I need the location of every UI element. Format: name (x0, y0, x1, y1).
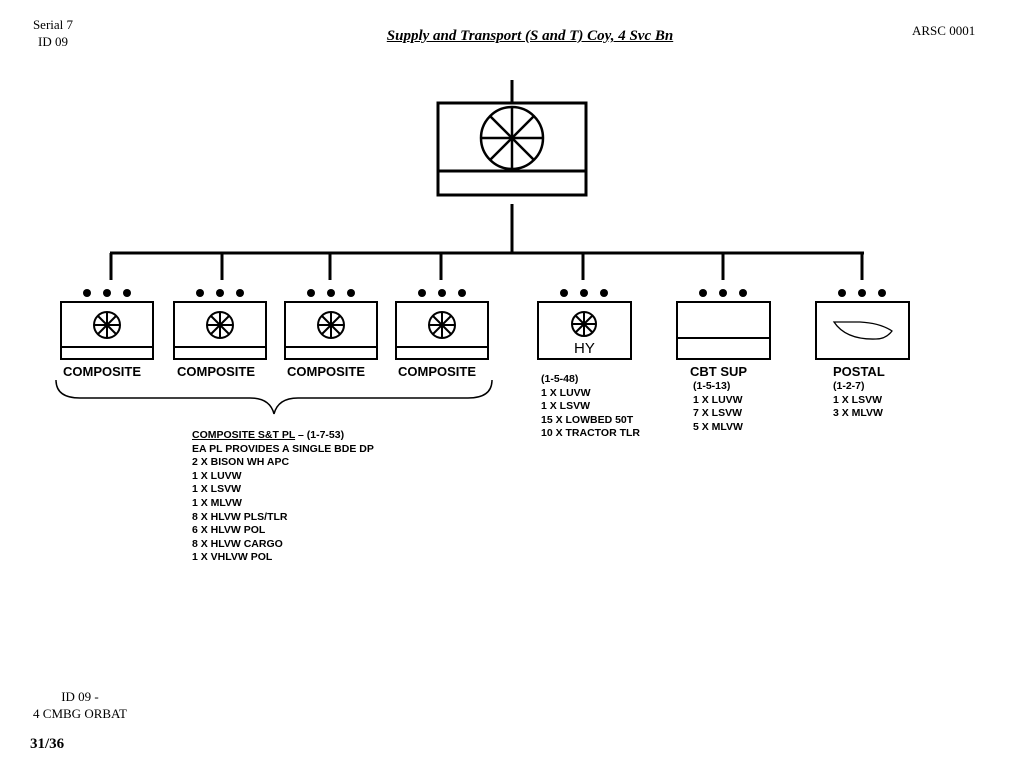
hy-details: (1-5-48) 1 X LUVW 1 X LSVW 15 X LOWBED 5… (541, 373, 640, 441)
unit-label-hy: HY (574, 340, 595, 357)
composite-details-heading: COMPOSITE S&T PL (192, 429, 296, 441)
composite-details-line: 8 X HLVW CARGO (192, 537, 283, 550)
unit-label-composite-4: COMPOSITE (398, 364, 477, 379)
unit-drop-lines (109, 253, 864, 280)
platoon-echelon-icon (307, 289, 355, 297)
supply-wheel-icon (206, 311, 234, 339)
composite-details-line: 2 X BISON WH APC (192, 456, 290, 469)
composite-details-line: 1 X MLVW (192, 496, 242, 509)
page-number: 31/36 (30, 736, 65, 752)
composite-details-line: 8 X HLVW PLS/TLR (192, 510, 288, 523)
platoon-echelon-icon (196, 289, 244, 297)
serial-block: Serial 7 ID 09 (30, 16, 76, 50)
hq-unit-box (436, 101, 588, 197)
platoon-echelon-icon (83, 289, 131, 297)
unit-composite-2 (173, 289, 267, 360)
unit-label-postal: POSTAL (833, 364, 885, 379)
composite-details-line: EA PL PROVIDES A SINGLE BDE DP (192, 442, 374, 455)
footer-reference: ID 09 - 4 CMBG ORBAT (0, 688, 160, 722)
platoon-echelon-icon (418, 289, 466, 297)
composite-group-brace (55, 379, 493, 415)
hy-details-line: 1 X LUVW (541, 386, 591, 399)
composite-details-line: 1 X LSVW (192, 483, 242, 496)
platoon-echelon-icon (699, 289, 747, 297)
cbt-sup-details: (1-5-13) 1 X LUVW 7 X LSVW 5 X MLVW (693, 380, 743, 434)
footer-ref-line: 4 CMBG ORBAT (33, 706, 127, 721)
hy-details-line: 10 X TRACTOR TLR (541, 427, 640, 440)
composite-details: COMPOSITE S&T PL – (1-7-53) EA PL PROVID… (192, 429, 374, 565)
unit-postal (815, 289, 910, 360)
postal-horn-icon (832, 321, 893, 340)
composite-details-line: 6 X HLVW POL (192, 524, 266, 537)
page-title: Supply and Transport (S and T) Coy, 4 Sv… (386, 28, 674, 44)
postal-details-line: (1-2-7) (833, 380, 865, 392)
postal-details: (1-2-7) 1 X LSVW 3 X MLVW (833, 380, 883, 421)
postal-details-line: 3 X MLVW (833, 407, 883, 420)
composite-details-strength: – (1-7-53) (295, 429, 345, 441)
unit-label-composite-3: COMPOSITE (287, 364, 366, 379)
cbt-sup-details-line: 1 X LUVW (693, 393, 743, 406)
supply-wheel-icon (571, 311, 597, 337)
platoon-echelon-icon (560, 289, 608, 297)
composite-details-heading-line: COMPOSITE S&T PL – (1-7-53) (192, 429, 374, 443)
unit-composite-3 (284, 289, 378, 360)
hq-supply-wheel-icon (479, 105, 545, 171)
supply-wheel-icon (428, 311, 456, 339)
hy-details-line: 15 X LOWBED 50T (541, 413, 634, 426)
cbt-sup-details-line: 7 X LSVW (693, 407, 743, 420)
platoon-echelon-icon (838, 289, 886, 297)
supply-wheel-icon (93, 311, 121, 339)
unit-label-composite-1: COMPOSITE (63, 364, 142, 379)
postal-details-line: 1 X LSVW (833, 393, 883, 406)
hy-details-line: 1 X LSVW (541, 400, 591, 413)
cbt-sup-details-line: (1-5-13) (693, 380, 731, 392)
unit-composite-4 (395, 289, 489, 360)
serial-number: Serial 7 (32, 17, 74, 32)
composite-details-line: 1 X VHLVW POL (192, 551, 273, 564)
unit-composite-1 (60, 289, 154, 360)
composite-details-line: 1 X LUVW (192, 469, 242, 482)
footer-ref-line: ID 09 - (61, 689, 99, 704)
supply-wheel-icon (317, 311, 345, 339)
serial-id: ID 09 (38, 34, 68, 49)
cbt-sup-details-line: 5 X MLVW (693, 420, 743, 433)
unit-label-composite-2: COMPOSITE (177, 364, 256, 379)
unit-hy (537, 289, 632, 360)
unit-label-cbt-sup: CBT SUP (690, 364, 748, 379)
hy-details-line: (1-5-48) (541, 373, 579, 385)
unit-cbt-sup (676, 289, 771, 360)
reference-code: ARSC 0001 (912, 23, 976, 38)
